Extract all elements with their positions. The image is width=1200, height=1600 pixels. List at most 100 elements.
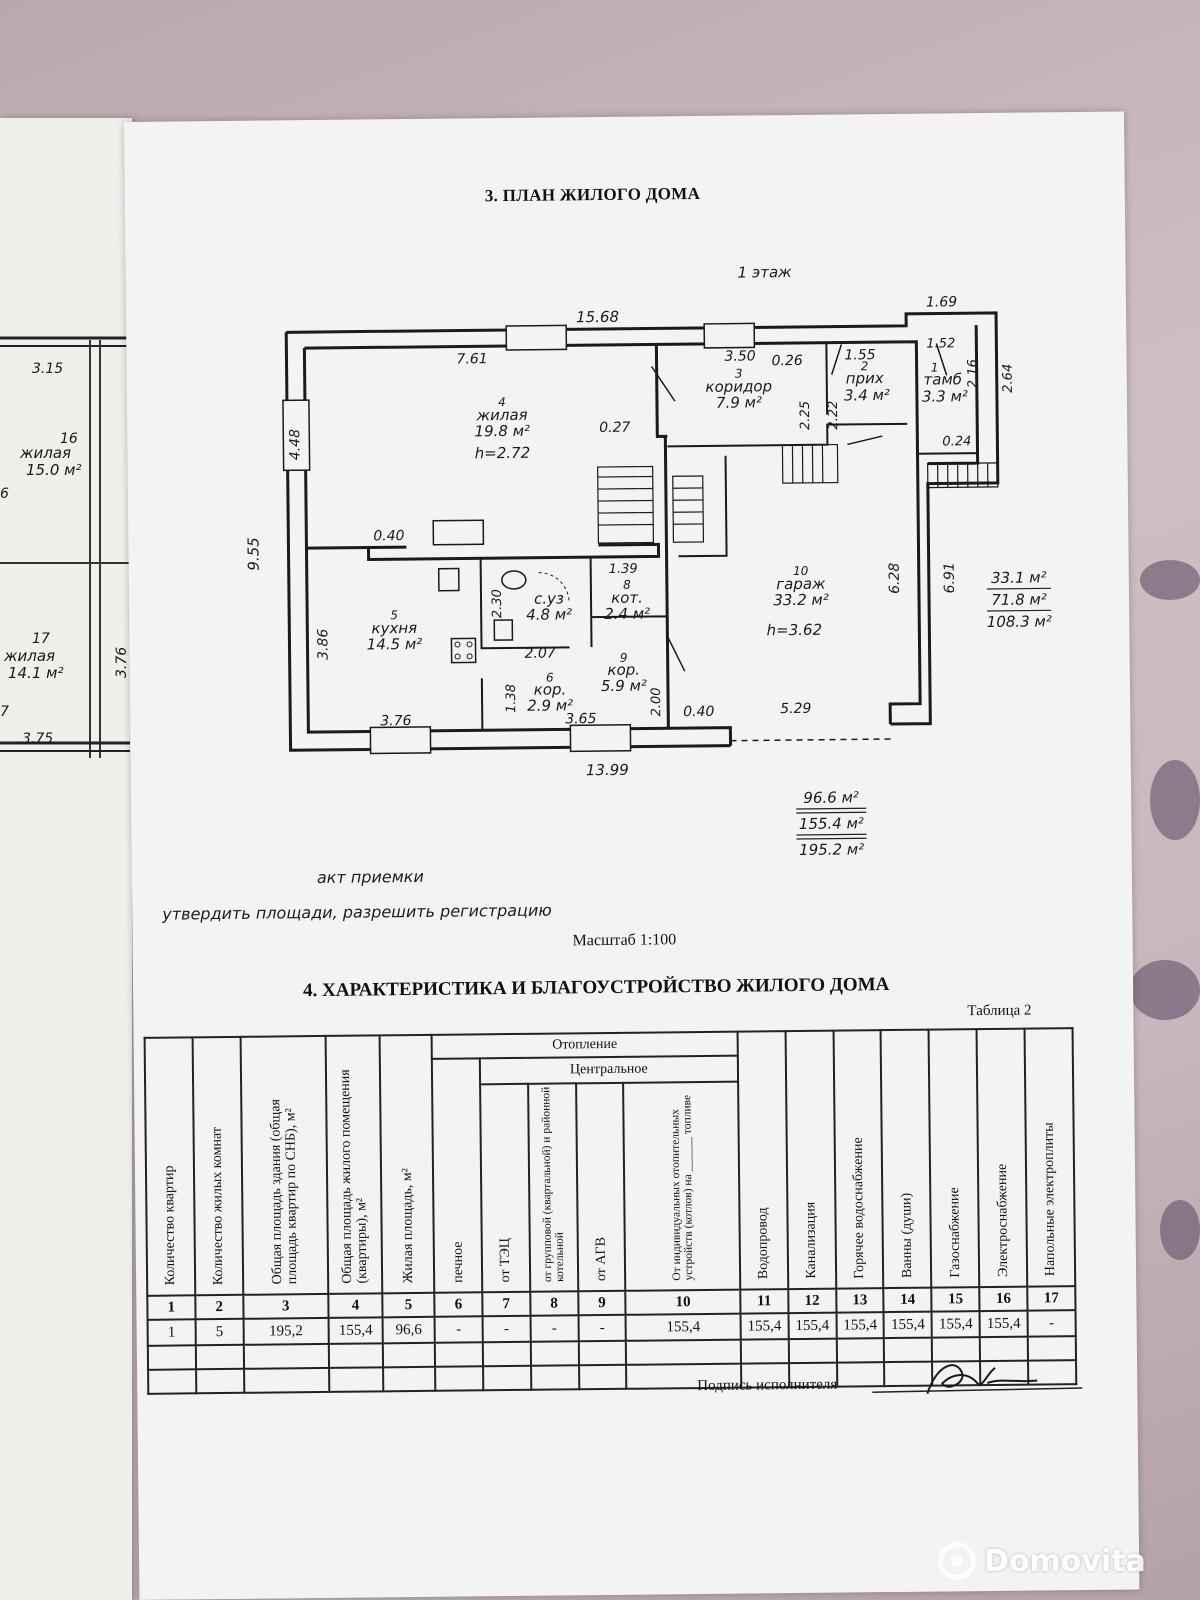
header-text: Количество жилых комнат	[209, 1126, 227, 1286]
header-cell: Канализация	[785, 1030, 836, 1290]
col-num: 14	[883, 1287, 932, 1313]
heating-header: Отопление	[431, 1031, 738, 1059]
room-wc-area: 4.8 м²	[526, 605, 572, 623]
watermark-logo: Domovita	[938, 1542, 1146, 1580]
floor-plan: 15.68 1.69 7.61 3.50 0.26 1.55 1.52 2.16…	[244, 294, 1052, 859]
header-text: Электроснабжение	[994, 1163, 1011, 1277]
dim-152: 1.52	[926, 336, 955, 351]
cell-value: 155,4	[625, 1313, 741, 1341]
floor-sum-3: 108.3 м²	[987, 612, 1052, 631]
col-num: 9	[577, 1290, 626, 1316]
fabric-pattern	[1140, 560, 1200, 600]
room-3-name: коридор	[705, 377, 772, 396]
dim-room5-height: 3.86	[315, 629, 331, 660]
left-room-17-name: жилая	[3, 647, 55, 665]
dim-room3-width: 3.50	[724, 348, 755, 364]
cell-value: 1	[147, 1319, 196, 1346]
fabric-pattern	[1150, 760, 1200, 840]
room-3-num: 3	[735, 367, 743, 381]
header-cell: Общая площадь здания (общая площадь квар…	[240, 1035, 329, 1295]
col-num: 4	[328, 1293, 383, 1318]
dim-top-total: 15.68	[576, 308, 619, 326]
dim-room10-height: 6.28	[887, 563, 903, 594]
cell-value: 195,2	[243, 1317, 329, 1345]
header-cell: печное	[431, 1058, 483, 1293]
room-9-area: 5.9 м²	[601, 677, 647, 695]
document-page: 3. ПЛАН ЖИЛОГО ДОМА 1 этаж	[124, 111, 1140, 1600]
room-6-name: кор.	[534, 680, 567, 698]
section-4-title: 4. ХАРАКТЕРИСТИКА И БЛАГОУСТРОЙСТВО ЖИЛО…	[302, 974, 890, 1002]
left-dim-375: 3.75	[22, 731, 53, 747]
header-cell: Ванны (души)	[880, 1029, 932, 1289]
cell-value: 155,4	[328, 1317, 383, 1344]
cell-value: -	[1027, 1310, 1076, 1337]
room-10-area: 33.2 м²	[773, 591, 829, 610]
central-header: Центральное	[479, 1055, 738, 1084]
characteristics-table: Количество квартир Количество жилых комн…	[144, 1027, 1078, 1395]
col-num: 5	[382, 1292, 435, 1318]
header-text: Жилая площадь, м²	[399, 1167, 416, 1284]
dim-230: 2.30	[490, 589, 505, 618]
cell-value: 155,4	[788, 1312, 837, 1340]
dim-left-total: 9.55	[244, 537, 262, 571]
logo-icon	[938, 1542, 976, 1580]
room-10-num: 10	[793, 564, 809, 578]
scale-label: Масштаб 1:100	[572, 931, 677, 950]
total-sum-1: 96.6 м²	[803, 788, 859, 807]
room-8-num: 8	[623, 578, 631, 592]
header-cell: Газоснабжение	[928, 1029, 980, 1288]
cell-value: -	[482, 1315, 531, 1343]
col-num: 13	[835, 1288, 884, 1313]
header-text: Общая площадь жилого помещения (квартиры…	[337, 1069, 371, 1284]
dim-222: 2.22	[826, 401, 841, 430]
col-num: 1	[147, 1295, 196, 1320]
room-4-height: h=2.72	[475, 444, 531, 463]
room-2-area: 3.4 м²	[844, 386, 890, 404]
header-text: печное	[450, 1241, 466, 1283]
room-5-area: 14.5 м²	[367, 635, 423, 654]
cell-value: 155,4	[836, 1312, 885, 1339]
left-page-plan: 3.15 16 жилая 15.0 м² 6 17 жилая 14.1 м²…	[0, 336, 132, 758]
total-sum-2: 155.4 м²	[799, 814, 864, 833]
header-cell: Количество жилых комнат	[192, 1036, 243, 1296]
room-8-name: кот.	[611, 589, 643, 607]
room-3-area: 7.9 м²	[716, 393, 762, 411]
fabric-pattern	[1130, 960, 1200, 1020]
header-cell: Водопровод	[737, 1031, 789, 1290]
dim-365: 3.65	[565, 711, 596, 727]
room-1-name: тамб	[923, 370, 962, 388]
header-text: от АГВ	[593, 1237, 610, 1282]
header-text: Газоснабжение	[946, 1186, 963, 1278]
header-text: Водопровод	[755, 1207, 772, 1280]
room-8-area: 2.4 м²	[604, 605, 650, 623]
header-text: от ТЭЦ	[498, 1237, 514, 1283]
cell-value: 155,4	[883, 1311, 933, 1339]
dim-207: 2.07	[525, 646, 556, 662]
header-text: Канализация	[803, 1201, 820, 1279]
dim-bottom-total: 13.99	[586, 761, 629, 779]
header-text: Общая площадь здания (общая площадь квар…	[268, 1098, 301, 1285]
dim-200: 2.00	[649, 687, 664, 716]
room-wc-name: с.уз	[534, 589, 564, 607]
dim-right-b: 2.64	[1001, 364, 1016, 393]
note-approve: утвердить площади, разрешить регистрацию	[162, 900, 552, 924]
watermark-text: Domovita	[984, 1543, 1146, 1579]
room-9-name: кор.	[607, 661, 640, 679]
col-num: 3	[242, 1293, 329, 1319]
room-10-height: h=3.62	[767, 621, 823, 640]
left-page: 3.15 16 жилая 15.0 м² 6 17 жилая 14.1 м²…	[0, 118, 132, 1600]
dim-right-a: 6.91	[942, 562, 958, 593]
room-2-num: 2	[861, 359, 869, 373]
header-text: Напольные электроплиты	[1042, 1122, 1059, 1277]
room-5-num: 5	[390, 608, 398, 622]
cell-value: 5	[195, 1318, 244, 1346]
header-text: Ванны (души)	[899, 1192, 916, 1278]
room-4-name: жилая	[475, 406, 527, 425]
dim-216: 2.16	[966, 359, 981, 388]
cell-value: -	[434, 1316, 483, 1343]
header-cell: Общая площадь жилого помещения (квартиры…	[325, 1035, 383, 1294]
header-cell: от групповой (квартальной) и районной ко…	[527, 1082, 578, 1292]
header-text: от групповой (квартальной) и районной ко…	[539, 1086, 566, 1282]
table-label: Таблица 2	[967, 1002, 1032, 1020]
header-cell: от ТЭЦ	[480, 1083, 531, 1293]
